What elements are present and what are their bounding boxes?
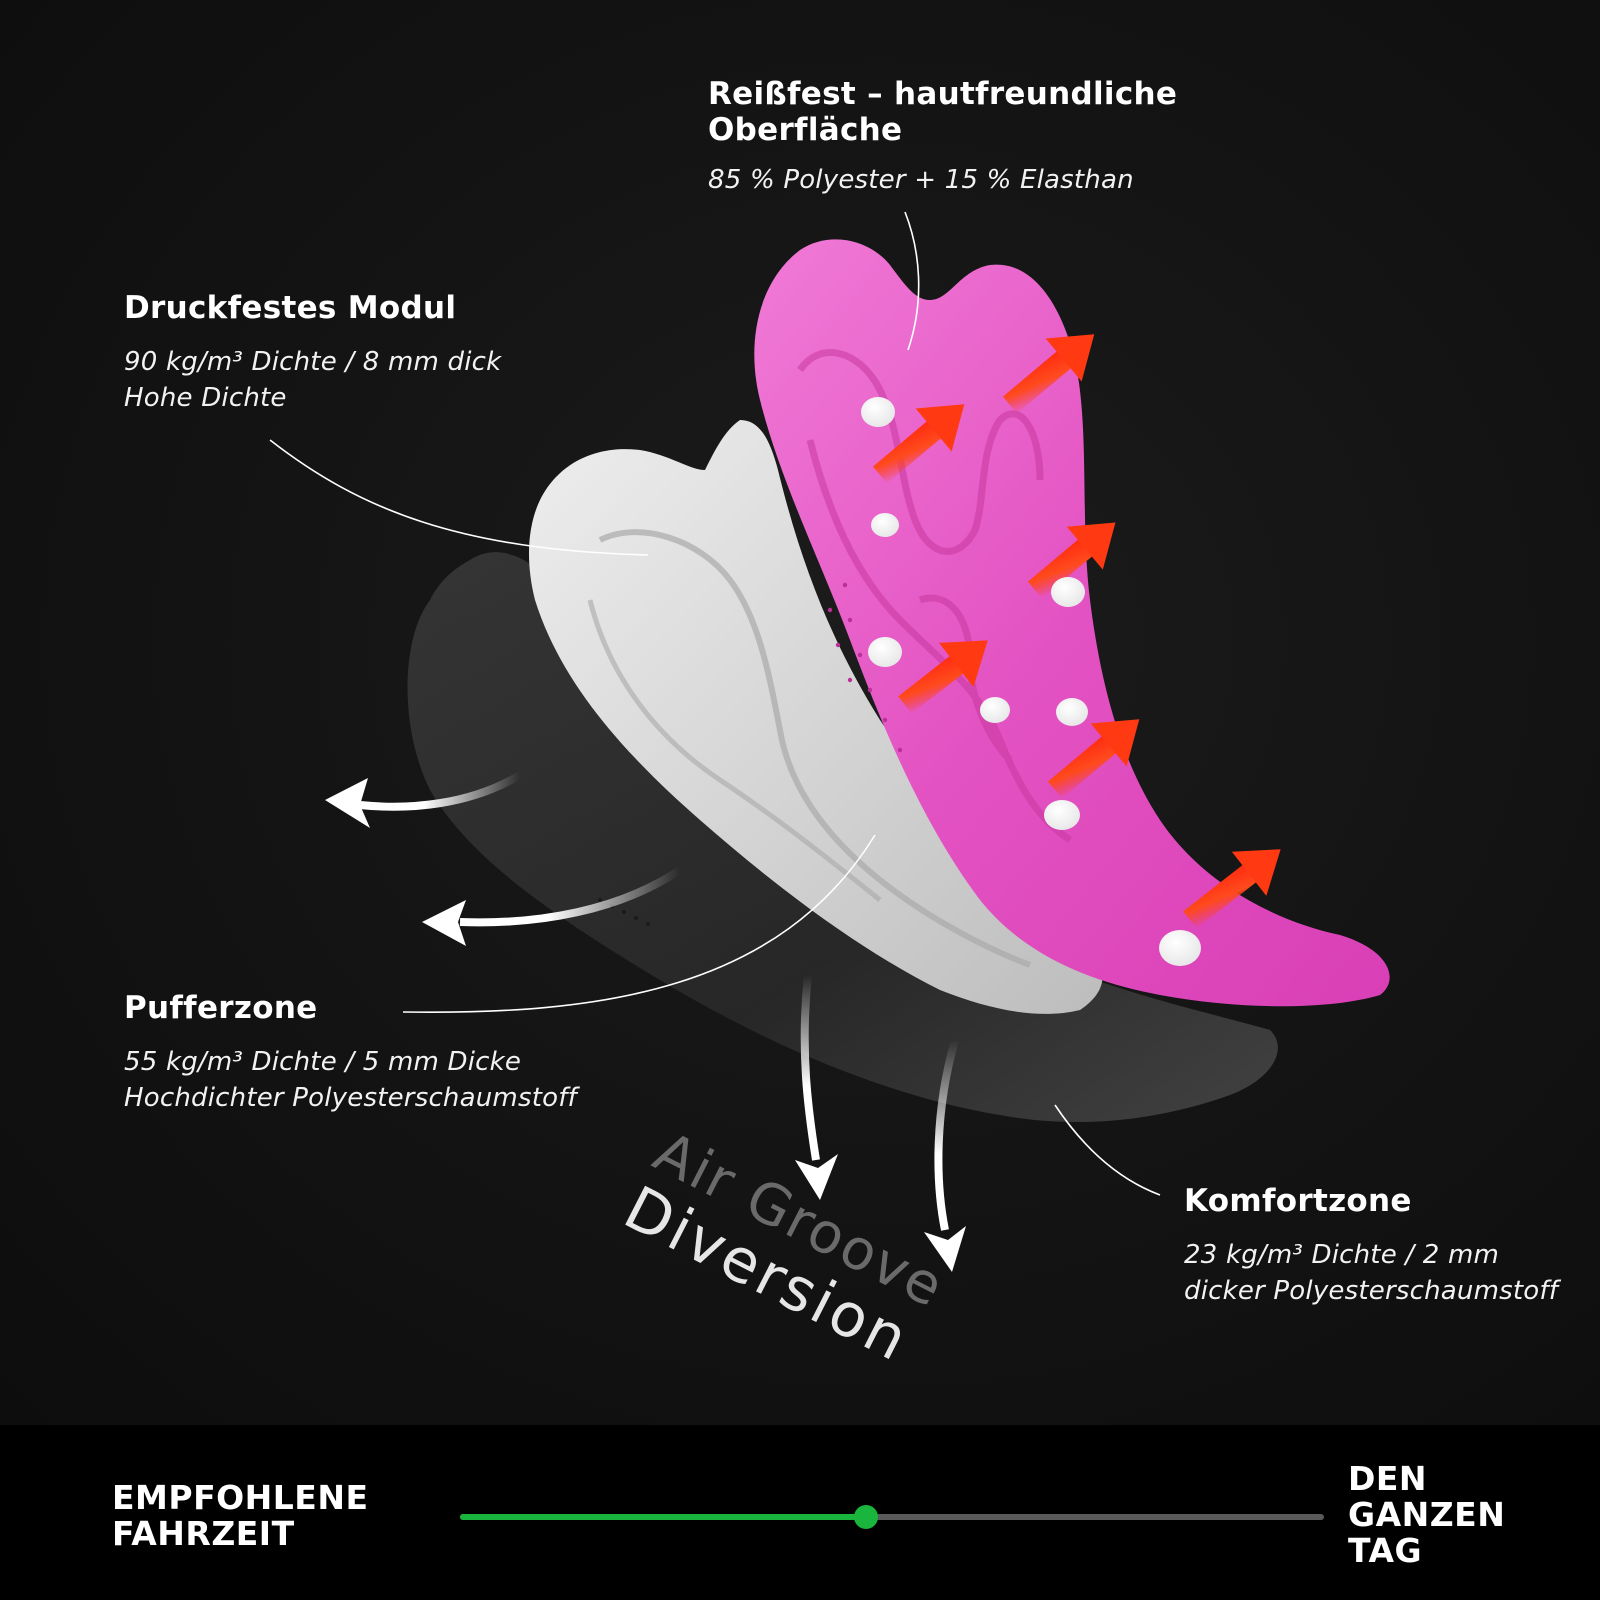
heat-arrow [1183,849,1281,929]
pressure-module-description: 90 kg/m³ Dichte / 8 mm dick Hohe Dichte [124,347,502,413]
riding-time-bar: EMPFOHLENE FAHRZEIT DEN GANZEN TAG [0,1425,1600,1600]
pressure-module-label: Druckfestes Modul 90 kg/m³ Dichte / 8 mm… [124,290,544,416]
moisture-droplets [861,397,1201,966]
product-illustration: Air Groove Diversion Reißfest – hautfreu… [0,0,1600,1425]
airflow-arrow-down [795,974,838,1200]
riding-time-track [460,1505,1324,1529]
top-layer-label: Reißfest – hautfreundliche Oberfläche 85… [708,76,1268,198]
pressure-module-groove [598,529,1032,968]
top-layer-title: Reißfest – hautfreundliche Oberfläche [708,76,1178,148]
leader-line-druck [269,439,649,556]
chamois-pad-exploded-view: Air Groove Diversion [269,211,1390,1376]
heat-arrow [1027,522,1116,599]
airflow-arrow-down [924,1038,966,1272]
airflow-arrow-left [325,771,523,828]
pressure-module-title: Druckfestes Modul [124,290,457,326]
recommended-riding-time-label: EMPFOHLENE FAHRZEIT [112,1478,369,1553]
comfort-zone-title: Komfortzone [1184,1183,1412,1219]
buffer-zone-description: 55 kg/m³ Dichte / 5 mm Dicke Hochdichter… [124,1047,577,1113]
heat-arrow [1047,719,1140,799]
riding-time-knob [854,1505,879,1529]
comfort-zone-label: Komfortzone 23 kg/m³ Dichte / 2 mm dicke… [1184,1183,1584,1309]
top-surface-perforations [827,582,903,753]
buffer-zone-title: Pufferzone [124,990,318,1026]
riding-time-fill [460,1514,867,1520]
leader-line-komfort [1054,1104,1161,1196]
all-day-label: DEN GANZEN TAG [1348,1459,1506,1570]
leader-line-top [904,211,920,351]
buffer-zone-label: Pufferzone 55 kg/m³ Dichte / 5 mm Dicke … [124,990,684,1116]
leader-line-puffer [402,834,876,1014]
heat-arrows [872,334,1281,929]
airflow-arrows [325,771,966,1272]
top-layer-description: 85 % Polyester + 15 % Elasthan [708,165,1134,195]
top-surface-layer [754,239,1390,1007]
pressure-module-groove [587,599,882,902]
comfort-zone-description: 23 kg/m³ Dichte / 2 mm dicker Polyesters… [1184,1240,1559,1306]
leader-lines [269,211,1161,1196]
heat-arrow [1002,334,1095,414]
heat-arrow [898,640,988,714]
heat-arrow [872,404,965,484]
airflow-arrow-left [422,866,683,946]
